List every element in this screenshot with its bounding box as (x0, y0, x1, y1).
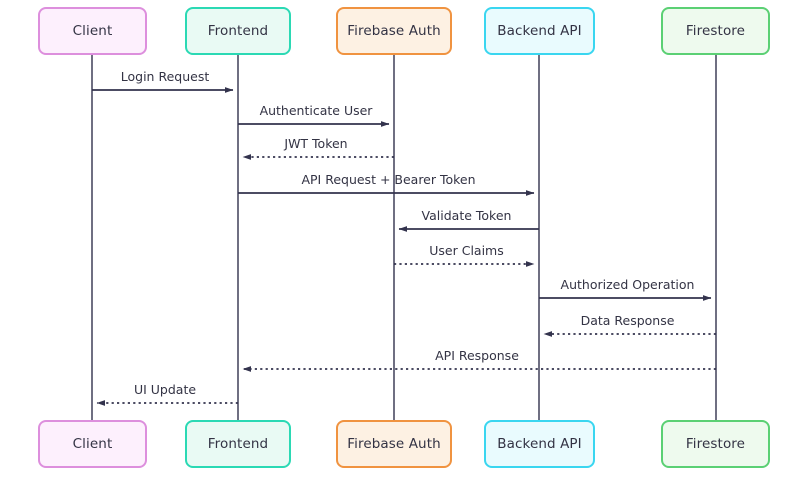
participant-backend-api-top[interactable]: Backend API (484, 7, 595, 55)
participant-label: Client (72, 23, 113, 39)
participant-label: Firestore (685, 436, 746, 452)
participant-firestore-bottom[interactable]: Firestore (661, 420, 770, 468)
message-label-api-response: API Response (435, 348, 519, 363)
participant-label: Firestore (685, 23, 746, 39)
participant-client-bottom[interactable]: Client (38, 420, 147, 468)
message-label-authorized-operation: Authorized Operation (560, 277, 695, 292)
participant-label: Frontend (207, 23, 269, 39)
participant-label: Client (72, 436, 113, 452)
participant-firestore-top[interactable]: Firestore (661, 7, 770, 55)
message-label-data-response: Data Response (580, 313, 675, 328)
participant-label: Firebase Auth (347, 436, 441, 452)
message-arrows-group (92, 87, 716, 406)
participant-backend-api-bottom[interactable]: Backend API (484, 420, 595, 468)
message-label-api-request-bearer-token: API Request + Bearer Token (301, 172, 476, 187)
participant-label: Backend API (497, 23, 582, 39)
message-label-jwt-token: JWT Token (284, 136, 348, 151)
participant-firebase-auth-top[interactable]: Firebase Auth (336, 7, 452, 55)
participant-label: Backend API (497, 436, 582, 452)
participant-label: Frontend (207, 436, 269, 452)
message-label-ui-update: UI Update (133, 382, 197, 397)
participant-frontend-bottom[interactable]: Frontend (185, 420, 291, 468)
message-label-validate-token: Validate Token (421, 208, 512, 223)
participant-frontend-top[interactable]: Frontend (185, 7, 291, 55)
participant-label: Firebase Auth (347, 23, 441, 39)
participant-client-top[interactable]: Client (38, 7, 147, 55)
message-label-login-request: Login Request (120, 69, 210, 84)
message-label-authenticate-user: Authenticate User (259, 103, 373, 118)
participant-firebase-auth-bottom[interactable]: Firebase Auth (336, 420, 452, 468)
lifelines-group (91, 55, 717, 420)
message-label-user-claims: User Claims (429, 243, 504, 258)
